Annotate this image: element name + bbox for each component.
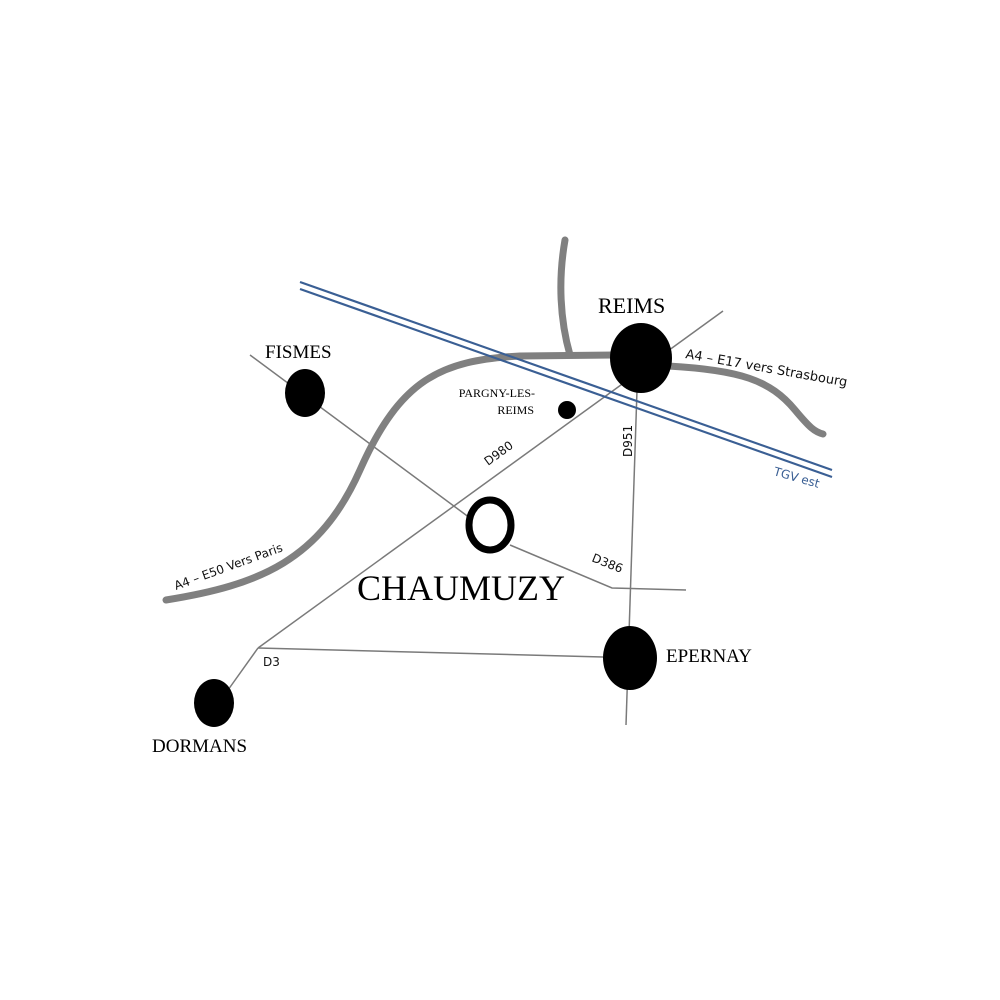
city-marker-pargny [558, 401, 576, 419]
road-d3 [257, 647, 604, 658]
road-label-d3: D3 [263, 655, 280, 669]
city-marker-chaumuzy [465, 496, 515, 554]
city-label-pargny-line2: REIMS [497, 403, 534, 417]
road-label-d951: D951 [621, 425, 635, 457]
city-label-epernay: EPERNAY [666, 646, 752, 667]
rail-tgv-line-b [299, 287, 833, 479]
rail-label-tgv: TGV est [771, 464, 821, 491]
road-fismes-chaumuzy-d386 [249, 354, 687, 591]
road-dormans-link [227, 647, 259, 691]
city-label-reims: REIMS [598, 293, 665, 318]
city-label-fismes: FISMES [265, 342, 332, 363]
city-marker-fismes [285, 369, 325, 417]
city-marker-reims [610, 323, 672, 393]
motorway-branch-north [557, 236, 574, 359]
city-label-chaumuzy: CHAUMUZY [357, 568, 565, 608]
rail-tgv-line-a [299, 280, 833, 472]
city-label-dormans: DORMANS [152, 736, 247, 757]
city-marker-dormans [194, 679, 234, 727]
road-label-d980: D980 [482, 438, 516, 468]
motorway-a4-west [162, 351, 619, 604]
motorway-a4-east [664, 362, 827, 438]
city-marker-epernay [603, 626, 657, 690]
city-label-pargny-line1: PARGNY-LES- [459, 386, 535, 400]
road-label-d386: D386 [590, 551, 625, 576]
